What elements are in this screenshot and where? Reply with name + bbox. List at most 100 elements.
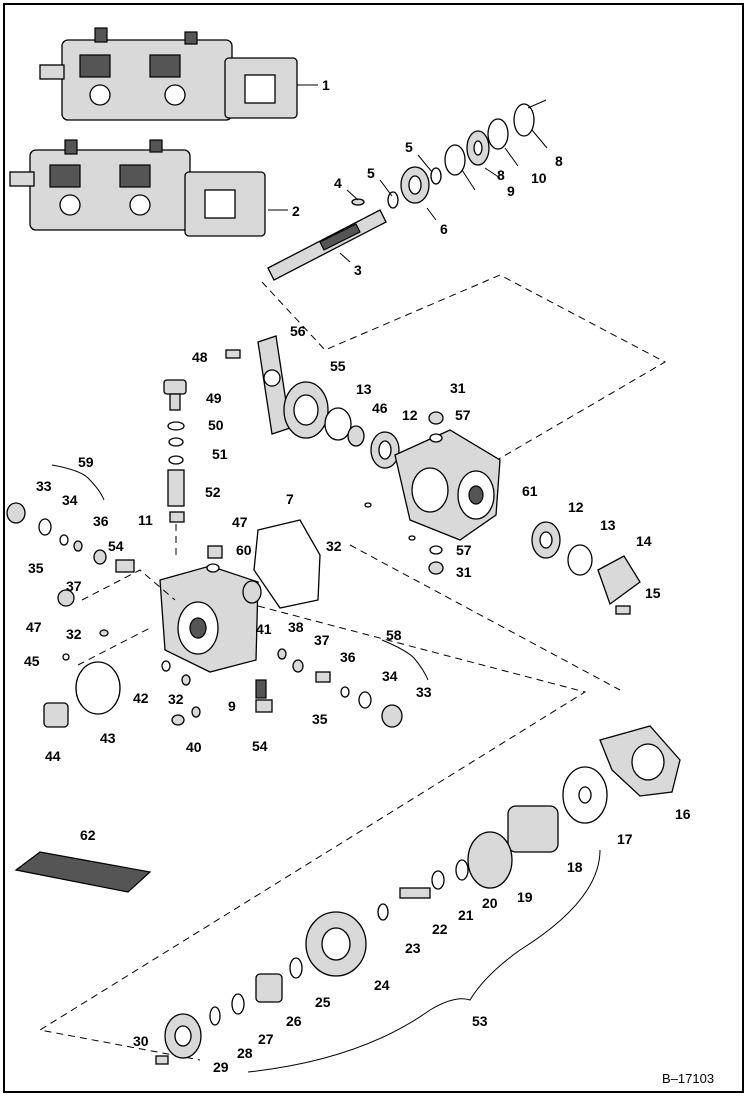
callout-52: 52 bbox=[205, 484, 221, 500]
callout-2: 2 bbox=[292, 203, 300, 219]
callout-56: 56 bbox=[290, 323, 306, 339]
callout-38: 38 bbox=[288, 619, 304, 635]
callout-33a: 33 bbox=[36, 478, 52, 494]
callout-8a: 8 bbox=[497, 167, 505, 183]
housing-61 bbox=[364, 411, 501, 575]
diagram-frame bbox=[3, 3, 744, 1093]
right-cover-group bbox=[531, 521, 641, 615]
callout-19: 19 bbox=[517, 889, 533, 905]
callout-37b: 37 bbox=[314, 632, 330, 648]
bracket-58 bbox=[381, 639, 429, 681]
part-62-strip bbox=[14, 851, 152, 893]
callout-6: 6 bbox=[440, 221, 448, 237]
callout-53: 53 bbox=[472, 1013, 488, 1029]
callout-61: 61 bbox=[522, 483, 538, 499]
callout-33b: 33 bbox=[416, 684, 432, 700]
callout-30: 30 bbox=[133, 1033, 149, 1049]
callout-18: 18 bbox=[567, 859, 583, 875]
callout-7: 7 bbox=[286, 491, 294, 507]
dashed-guide-2 bbox=[81, 569, 176, 601]
callout-17: 17 bbox=[617, 831, 633, 847]
callout-60: 60 bbox=[236, 542, 252, 558]
callout-20: 20 bbox=[482, 895, 498, 911]
callout-16: 16 bbox=[675, 806, 691, 822]
callout-44: 44 bbox=[45, 748, 61, 764]
callout-8b: 8 bbox=[555, 153, 563, 169]
callout-47b: 47 bbox=[232, 514, 248, 530]
callout-11: 11 bbox=[138, 512, 153, 528]
callout-10: 10 bbox=[531, 170, 547, 186]
callout-57a: 57 bbox=[455, 407, 471, 423]
callout-34a: 34 bbox=[62, 492, 78, 508]
callout-36b: 36 bbox=[340, 649, 356, 665]
callout-37a: 37 bbox=[66, 578, 82, 594]
callout-22: 22 bbox=[432, 921, 448, 937]
dashed-guide-1 bbox=[261, 274, 667, 471]
callout-5b: 5 bbox=[405, 139, 413, 155]
plate-group bbox=[225, 335, 400, 469]
callout-12a: 12 bbox=[402, 407, 418, 423]
callout-40: 40 bbox=[186, 739, 202, 755]
callout-55: 55 bbox=[330, 358, 346, 374]
callout-31b: 31 bbox=[456, 564, 472, 580]
dashed-guide-4 bbox=[38, 605, 587, 1061]
callout-36a: 36 bbox=[93, 513, 109, 529]
callout-41: 41 bbox=[256, 621, 272, 637]
callout-9b: 9 bbox=[228, 698, 236, 714]
callout-13b: 13 bbox=[600, 517, 616, 533]
callout-4: 4 bbox=[334, 175, 342, 191]
callout-9: 9 bbox=[507, 183, 515, 199]
figure-reference: B–17103 bbox=[662, 1071, 714, 1086]
callout-48: 48 bbox=[192, 349, 208, 365]
dashed-guide-5 bbox=[349, 544, 621, 691]
callout-50: 50 bbox=[208, 417, 224, 433]
callout-21: 21 bbox=[458, 907, 474, 923]
callout-35a: 35 bbox=[28, 560, 44, 576]
brace-53 bbox=[247, 849, 601, 1073]
callout-32a: 32 bbox=[66, 626, 82, 642]
callout-47a: 47 bbox=[26, 619, 42, 635]
callout-3: 3 bbox=[354, 262, 362, 278]
callout-13a: 13 bbox=[356, 381, 372, 397]
callout-45: 45 bbox=[24, 653, 40, 669]
callout-32b: 32 bbox=[168, 691, 184, 707]
callout-62: 62 bbox=[80, 827, 96, 843]
callout-46: 46 bbox=[372, 400, 388, 416]
callout-labels: 1 2 3 4 5 5 6 8 9 10 8 56 48 55 13 46 12… bbox=[24, 77, 714, 1086]
callout-29: 29 bbox=[213, 1059, 229, 1075]
callout-59: 59 bbox=[78, 454, 94, 470]
callout-26: 26 bbox=[286, 1013, 302, 1029]
callout-35b: 35 bbox=[312, 711, 328, 727]
callout-57b: 57 bbox=[456, 542, 472, 558]
callout-31a: 31 bbox=[450, 380, 466, 396]
callout-24: 24 bbox=[374, 977, 390, 993]
shaft-assembly bbox=[267, 103, 535, 281]
callout-58: 58 bbox=[386, 627, 402, 643]
right-fitting-group bbox=[255, 648, 403, 728]
gasket-7 bbox=[253, 519, 321, 609]
callout-54b: 54 bbox=[108, 538, 124, 554]
callout-27: 27 bbox=[258, 1031, 274, 1047]
callout-54a: 54 bbox=[252, 738, 268, 754]
left-fitting-group bbox=[6, 502, 201, 728]
callout-51: 51 bbox=[212, 446, 228, 462]
callout-5a: 5 bbox=[367, 165, 375, 181]
callout-15: 15 bbox=[645, 585, 661, 601]
valve-stack bbox=[163, 379, 187, 523]
callout-32c: 32 bbox=[326, 538, 342, 554]
bracket-59 bbox=[51, 464, 105, 501]
callout-28: 28 bbox=[237, 1045, 253, 1061]
callout-42: 42 bbox=[133, 690, 149, 706]
pump-assembly-2 bbox=[9, 139, 266, 237]
upper-leaders bbox=[268, 84, 548, 263]
callout-23: 23 bbox=[405, 940, 421, 956]
callout-34b: 34 bbox=[382, 668, 398, 684]
callout-12b: 12 bbox=[568, 499, 584, 515]
center-block bbox=[159, 545, 262, 673]
pump-assembly-1 bbox=[39, 27, 298, 121]
callout-14: 14 bbox=[636, 533, 652, 549]
rotating-group bbox=[155, 725, 681, 1065]
callout-25: 25 bbox=[315, 994, 331, 1010]
callout-1: 1 bbox=[322, 77, 330, 93]
